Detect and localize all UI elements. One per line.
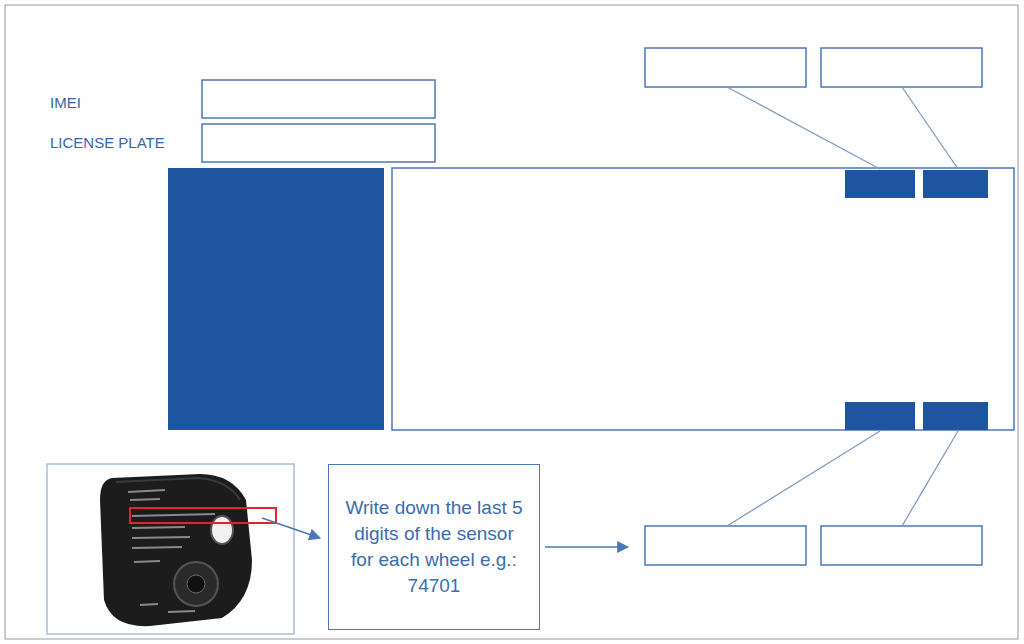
sensor-field	[645, 526, 806, 565]
truck-cab	[168, 168, 384, 430]
highlight-box	[130, 508, 276, 523]
sensor-illustration	[100, 474, 276, 626]
page-frame	[5, 5, 1018, 639]
instruction-text: Write down the last 5 digits of the sens…	[329, 489, 539, 605]
field-label: IMEI	[50, 94, 81, 112]
sensor-field	[821, 526, 982, 565]
photo-frame	[47, 464, 294, 634]
trailer-outline	[392, 168, 1014, 430]
sensor-field	[645, 48, 806, 87]
instruction-box: Write down the last 5 digits of the sens…	[328, 464, 540, 630]
wheel	[845, 170, 915, 198]
sensor-field	[821, 48, 982, 87]
leader-line	[902, 87, 958, 169]
text-stack: Write down the last 5 digits of the sens…	[329, 489, 539, 605]
pointer-arrow	[545, 546, 628, 548]
field-label: LICENSE PLATE	[50, 134, 165, 152]
leader-line	[902, 431, 958, 526]
wheel	[845, 402, 915, 430]
imei-field	[202, 80, 435, 118]
leader-line	[727, 431, 880, 526]
wheel	[923, 170, 988, 198]
wheel	[923, 402, 988, 430]
plate-field	[202, 124, 435, 162]
leader-line	[727, 87, 880, 169]
pointer-arrow	[262, 518, 320, 538]
